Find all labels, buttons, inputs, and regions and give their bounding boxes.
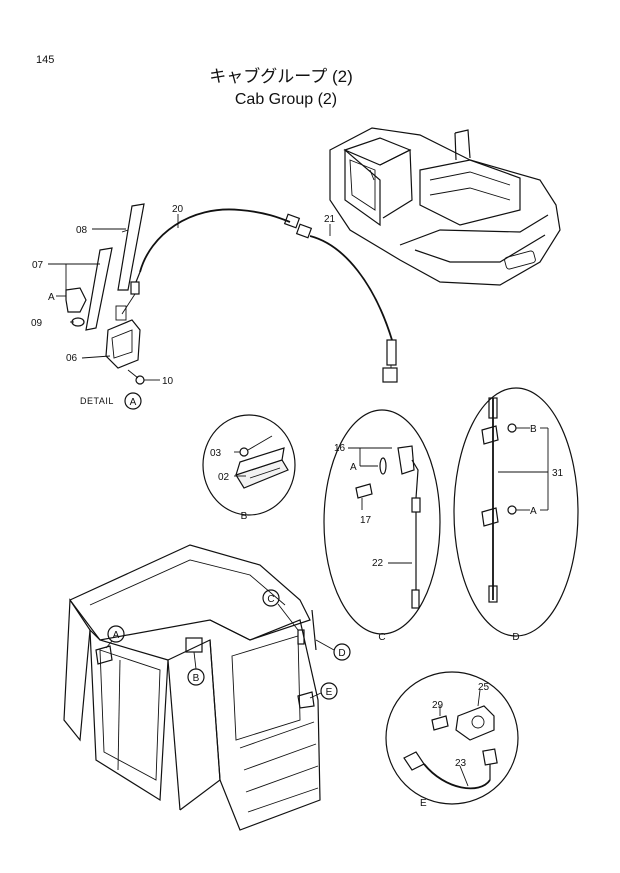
callout-d-b: B	[530, 424, 537, 435]
cab-circle-a: A	[113, 630, 120, 641]
cab-circle-b: B	[193, 673, 200, 684]
title-japanese: キャブグループ (2)	[209, 66, 352, 86]
detail-a-circle	[124, 392, 142, 410]
callout-d-a: A	[530, 506, 537, 517]
cab-illustration	[63, 544, 321, 831]
excavator-illustration	[329, 127, 561, 286]
callout-02: 02	[218, 472, 230, 483]
detail-e-letter: E	[420, 798, 427, 809]
callout-29: 29	[432, 700, 444, 711]
callout-16: 16	[334, 443, 346, 454]
callout-c-a: A	[350, 462, 357, 473]
cab-circle-d: D	[338, 648, 345, 659]
detail-d-letter: D	[512, 632, 519, 643]
callout-06: 06	[66, 353, 78, 364]
detail-b-letter: B	[241, 511, 248, 522]
callout-22: 22	[372, 558, 384, 569]
detail-c	[323, 409, 441, 635]
callout-21: 21	[324, 214, 336, 225]
detail-a-circle-label: A	[130, 397, 137, 408]
detail-e	[385, 671, 519, 805]
cab-circle-e: E	[326, 687, 333, 698]
detail-c-letter: C	[378, 632, 385, 643]
detail-a-assembly	[65, 203, 398, 385]
page-number: 145	[36, 54, 54, 66]
callout-17: 17	[360, 515, 372, 526]
detail-a-leaders	[48, 214, 331, 381]
callout-07: 07	[32, 260, 44, 271]
title-english: Cab Group (2)	[235, 91, 337, 108]
callout-09: 09	[31, 318, 43, 329]
callout-a-ref: A	[48, 292, 55, 303]
callout-08: 08	[76, 225, 88, 236]
callout-10: 10	[162, 376, 174, 387]
detail-d	[453, 387, 579, 637]
detail-b	[202, 414, 296, 516]
cab-circle-c: C	[267, 594, 274, 605]
detail-caption: DETAIL	[80, 396, 114, 406]
callout-20: 20	[172, 204, 184, 215]
callout-23: 23	[455, 758, 467, 769]
callout-25: 25	[478, 682, 490, 693]
callout-03: 03	[210, 448, 222, 459]
callout-31: 31	[552, 468, 564, 479]
